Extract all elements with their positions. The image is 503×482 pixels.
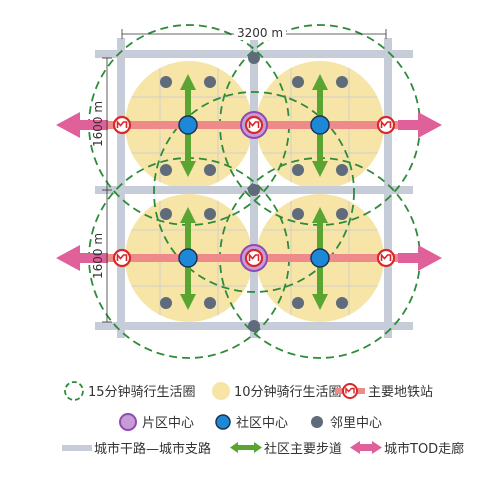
neighborhood-centers [160,52,348,332]
legend-item-circle15: 15分钟骑行生活圈 [64,381,196,401]
legend-label: 主要地铁站 [368,385,433,400]
neighborhood-center-dot [160,208,172,220]
tod-arrow-icon [372,441,382,454]
tod-arrow-right [398,112,442,138]
legend: 15分钟骑行生活圈 10分钟骑行生活圈 主要地铁站 片区中心 社区中心 邻里中心 [62,381,464,457]
legend-label: 15分钟骑行生活圈 [88,384,196,400]
neighborhood-center-dot [292,208,304,220]
neighborhood-center-dot [336,164,348,176]
legend-item-neighborhood: 邻里中心 [311,416,382,431]
walkway-arrow-icon [230,442,238,453]
filled-circle-icon [212,382,230,400]
height-label-bottom: 1600 m [91,233,105,279]
legend-label: 社区中心 [236,415,288,431]
dashed-circle-icon [64,381,84,401]
neighborhood-center-dot [204,208,216,220]
community-center-dot [178,248,198,268]
metro-icon [244,115,264,135]
metro-stations [112,115,396,268]
district-center-icon [119,413,137,431]
legend-label: 城市干路—城市支路 [94,441,211,457]
community-center-dot [310,115,330,135]
neighborhood-center-dot [160,76,172,88]
legend-item-circle10: 10分钟骑行生活圈 [212,382,342,400]
neighborhood-center-dot [336,297,348,309]
metro-icon [376,115,396,135]
neighborhood-center-icon [311,416,323,428]
neighborhood-center-dot [204,297,216,309]
width-label: 3200 m [237,26,283,40]
neighborhood-center-dot [248,184,260,196]
neighborhood-center-dot [160,164,172,176]
neighborhood-center-dot [204,76,216,88]
community-centers [178,115,330,268]
legend-item-district: 片区中心 [119,413,194,431]
community-center-icon [215,414,231,430]
road-v-right [384,38,392,338]
neighborhood-center-dot [336,208,348,220]
neighborhood-center-dot [160,297,172,309]
road-v-left [117,38,125,338]
legend-label: 10分钟骑行生活圈 [234,384,342,400]
tod-arrow-right [398,245,442,271]
legend-item-metro: 主要地铁站 [335,383,433,400]
legend-label: 社区主要步道 [264,441,342,457]
road-swatch [62,445,92,451]
community-center-dot [178,115,198,135]
dimension-width: 3200 m [121,26,387,40]
legend-label: 邻里中心 [330,416,382,431]
metro-icon [244,248,264,268]
legend-label: 城市TOD走廊 [384,441,464,457]
tod-arrow-left [56,245,108,271]
neighborhood-center-dot [292,76,304,88]
community-center-dot [310,248,330,268]
walkway-arrow-icon [254,442,262,453]
legend-label: 片区中心 [142,416,194,431]
metro-icon [342,383,358,399]
neighborhood-center-dot [292,164,304,176]
neighborhood-center-dot [248,52,260,64]
fifteen-minute-circle [153,91,355,293]
legend-item-tod: 城市TOD走廊 [350,441,464,457]
neighborhood-center-dot [204,164,216,176]
tod-arrow-left [56,112,108,138]
metro-icon [112,115,132,135]
dimension-height: 1600 m 1600 m [91,57,112,323]
metro-icon [112,248,132,268]
legend-item-roads: 城市干路—城市支路 [62,441,211,457]
metro-icon [376,248,396,268]
legend-item-walkway: 社区主要步道 [230,441,342,457]
neighborhood-center-dot [292,297,304,309]
tod-arrow-icon [350,441,360,454]
neighborhood-center-dot [248,320,260,332]
legend-item-community: 社区中心 [215,414,288,431]
neighborhood-center-dot [336,76,348,88]
height-label-top: 1600 m [91,101,105,147]
